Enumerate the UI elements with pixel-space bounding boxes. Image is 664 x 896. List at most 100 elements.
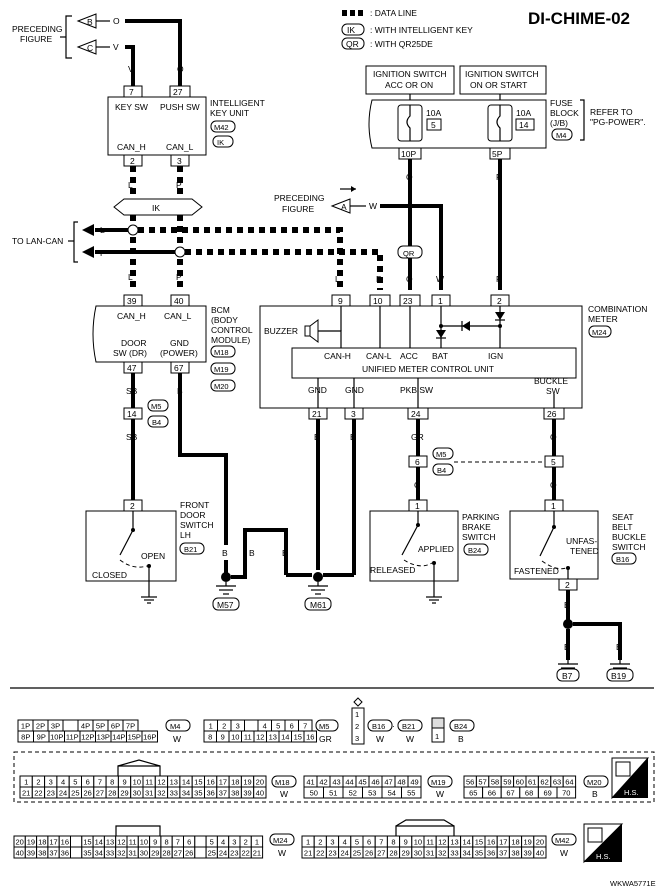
pin-number: 11	[244, 733, 252, 742]
pin-number: 30	[140, 849, 148, 858]
pin-cell	[533, 846, 547, 859]
pin-number: 23	[230, 849, 238, 858]
legend-ik-text: : WITH INTELLIGENT KEY	[370, 25, 473, 35]
pin-number: 10	[133, 778, 141, 787]
pin-number: 33	[106, 849, 114, 858]
svg-text:40: 40	[174, 296, 184, 306]
svg-text:27: 27	[173, 87, 183, 97]
pin-number: 13	[450, 838, 458, 847]
pin-number: 24	[219, 849, 227, 858]
pin-number: 54	[388, 789, 396, 798]
iku-name-1: INTELLIGENT	[210, 98, 265, 108]
pin-number: 64	[565, 778, 573, 787]
conn-m42-color: W	[560, 848, 568, 858]
pin-number: 7	[303, 722, 307, 731]
fuse-block-connector: M4	[556, 131, 566, 140]
iku-name-2: KEY UNIT	[210, 108, 249, 118]
pin-number: 6	[290, 722, 294, 731]
conn-m19-label: M19	[431, 778, 446, 787]
meter-unit-label: UNIFIED METER CONTROL UNIT	[362, 364, 494, 374]
pin-number: 22	[241, 849, 249, 858]
meter-name-2: METER	[588, 314, 618, 324]
lan-wire-p: P	[100, 248, 106, 258]
pin-number: 11	[426, 838, 434, 847]
svg-text:10P: 10P	[401, 149, 416, 159]
pin-number: 32	[117, 849, 125, 858]
pin-number: 26	[185, 849, 193, 858]
pin-number: 56	[466, 778, 474, 787]
pin-number: 12	[256, 733, 264, 742]
fuse-block-label-1: FUSE	[550, 98, 573, 108]
pin-number: 5	[276, 722, 280, 731]
ik-option-banner	[113, 198, 203, 216]
pin-number: 27	[377, 849, 385, 858]
pin-number: 17	[49, 838, 57, 847]
pin-number: 53	[368, 789, 376, 798]
connector-key-tab	[395, 825, 455, 836]
pin-number: 8P	[21, 733, 30, 742]
belt-name-4: SWITCH	[612, 542, 646, 552]
pin-number: 17	[499, 838, 507, 847]
fuse-block-label-2: BLOCK	[550, 108, 579, 118]
ign-bat-diode	[462, 321, 470, 331]
pin-number: 28	[162, 849, 170, 858]
meter-wire-o: O	[406, 274, 413, 284]
pin-number: 10	[414, 838, 422, 847]
pin-number: 3	[232, 838, 236, 847]
bcm-name-1: BCM	[211, 305, 230, 315]
ground-wire-b3: B	[282, 548, 288, 558]
to-lan-can: TO LAN-CAN	[12, 236, 63, 246]
ign-on-2: ON OR START	[470, 80, 527, 90]
fuse-block-label-3: (J/B)	[550, 118, 568, 128]
combination-meter: L P O W P 9 10 23 1 2 COMBINATION METER …	[259, 274, 647, 420]
pin-number: 36	[206, 789, 214, 798]
fuse-wire-o: O	[406, 172, 413, 182]
pin-number: 11	[145, 778, 153, 787]
fuse-wire-p: P	[496, 172, 502, 182]
pin-number: 17	[219, 778, 227, 787]
legend-data-line: : DATA LINE	[370, 8, 417, 18]
pin-number: 1	[209, 722, 213, 731]
iku-wire-p: P	[176, 180, 182, 190]
pin-number: 34	[182, 789, 190, 798]
pin-number: 32	[157, 789, 165, 798]
pin-cell	[62, 719, 79, 732]
unified-meter-control-unit	[291, 347, 577, 379]
fuse-1-amp: 10A	[426, 108, 441, 118]
refer-to-2: "PG-POWER".	[590, 117, 646, 127]
meter-can-h: CAN-H	[324, 351, 351, 361]
pin-number: 7	[379, 838, 383, 847]
pin-number: 9	[153, 838, 157, 847]
svg-text:2: 2	[497, 296, 502, 306]
meter-name-1: COMBINATION	[588, 304, 647, 314]
svg-text:23: 23	[403, 296, 413, 306]
pin-number: 48	[397, 778, 405, 787]
pin-number: 20	[256, 778, 264, 787]
hs-label-2: H.S.	[596, 852, 611, 861]
pin-number: 70	[562, 789, 570, 798]
meter-wire-p2: P	[496, 274, 502, 284]
pin-number: 26	[365, 849, 373, 858]
door-switch-connector: B21	[184, 545, 197, 554]
bcm-connector-2: M19	[214, 365, 229, 374]
bcm-can-h: CAN_H	[117, 311, 146, 321]
pin-number: 39	[524, 849, 532, 858]
jc-wire-o: O	[550, 432, 557, 442]
fuse-block-section: IGNITION SWITCH ACC OR ON IGNITION SWITC…	[365, 65, 646, 290]
svg-text:2: 2	[565, 580, 570, 590]
ground-b7: B7	[562, 671, 573, 681]
pin-number: 37	[499, 849, 507, 858]
pin-number: 5	[355, 838, 359, 847]
pin-number: 4	[221, 838, 225, 847]
svg-text:5: 5	[551, 457, 556, 467]
pin-number: 3	[49, 778, 53, 787]
fuse-qr: QR	[403, 249, 415, 258]
pin-number: 16	[61, 838, 69, 847]
pkb-connector: B24	[468, 546, 481, 555]
grounds: B M57 B B B B M61 B7 B19	[212, 419, 634, 682]
door-switch-name-3: SWITCH	[180, 520, 214, 530]
svg-text:9: 9	[338, 296, 343, 306]
